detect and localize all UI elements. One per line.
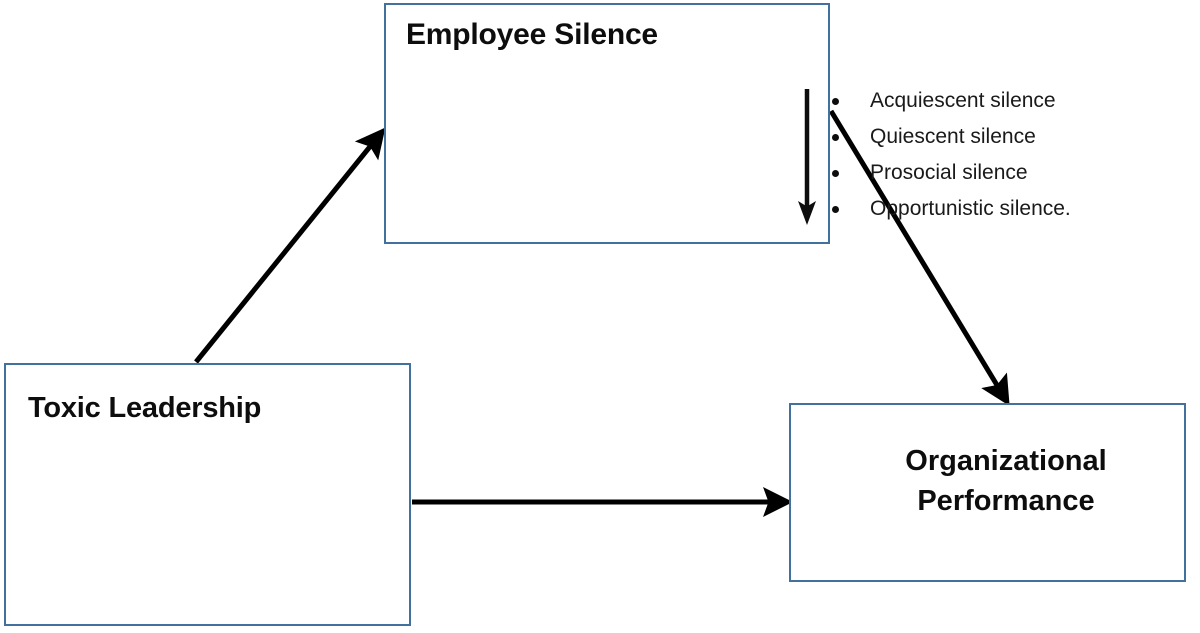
organizational-performance-title-line-1: Organizational	[905, 445, 1107, 477]
list-item: Prosocial silence	[824, 155, 1071, 191]
list-item-label: Opportunistic silence.	[870, 197, 1071, 220]
employee-silence-title: Employee Silence	[406, 18, 658, 51]
list-item: Opportunistic silence.	[824, 191, 1071, 227]
list-item-label: Quiescent silence	[870, 125, 1036, 148]
employee-silence-list: Acquiescent silence Quiescent silence Pr…	[824, 83, 1071, 227]
list-item: Quiescent silence	[824, 119, 1071, 155]
organizational-performance-title-line-2: Performance	[917, 485, 1095, 517]
organizational-performance-title: Organizational Performance	[846, 441, 1166, 521]
list-item-label: Acquiescent silence	[870, 89, 1056, 112]
node-toxic-leadership[interactable]: Toxic Leadership Intemperate behavior Na…	[4, 363, 411, 626]
down-arrow-icon	[798, 89, 816, 225]
bullet-icon	[832, 206, 839, 213]
toxic-leadership-title: Toxic Leadership	[28, 392, 262, 424]
connector-toxic-to-silence	[194, 127, 386, 364]
node-organizational-performance[interactable]: Organizational Performance	[789, 403, 1186, 582]
list-item: Acquiescent silence	[824, 83, 1071, 119]
node-employee-silence[interactable]: Employee Silence Acquiescent silence Qui…	[384, 3, 1071, 244]
bullet-icon	[832, 134, 839, 141]
bullet-icon	[832, 98, 839, 105]
list-item-label: Prosocial silence	[870, 161, 1028, 184]
bullet-icon	[832, 170, 839, 177]
